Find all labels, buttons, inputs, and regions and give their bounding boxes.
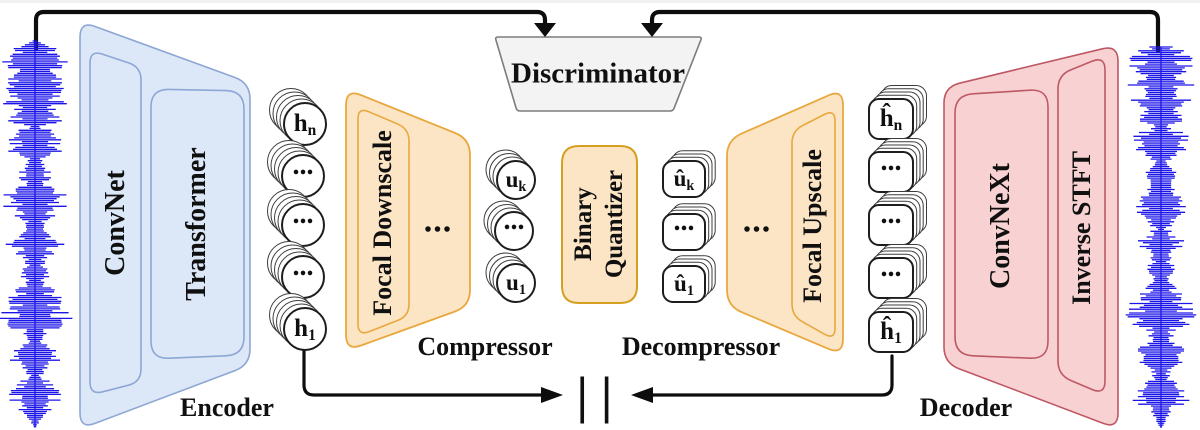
decompressor-label: Decompressor (621, 332, 781, 361)
focal-upscale-label: Focal Upscale (798, 149, 827, 303)
audio-to-discriminator-line-left (33, 9, 548, 52)
feature-stack-hhat-dots-1: ... (868, 138, 927, 193)
feature-h-ellipsis: ... (281, 199, 325, 247)
transformer-label: Transformer (181, 147, 212, 301)
binary-quantizer-label: Binary Quantizer (568, 170, 630, 278)
convnext-label: ConvNeXt (985, 163, 1016, 289)
focal-upscale-inner (791, 112, 836, 337)
diagram-shapes-canvas (0, 9, 1197, 428)
arrow-to-concat-from-right (631, 387, 653, 403)
inverse-stft-label: Inverse STFT (1067, 151, 1096, 305)
concatenation-symbol: || (576, 367, 626, 425)
focal-downscale-label: Focal Downscale (368, 130, 397, 316)
h1-to-concat-line (302, 348, 544, 397)
feature-stack-u-dots: ... (483, 200, 534, 251)
output-audio-waveform (1125, 46, 1197, 428)
binary-quantizer-line2: Quantizer (601, 169, 628, 279)
compressor-ellipsis: ... (423, 202, 453, 240)
feature-h-ellipsis: ... (281, 150, 325, 198)
feature-hhat-ellipsis: ... (868, 252, 914, 299)
audio-to-discriminator-line-right (649, 9, 1161, 54)
binary-quantizer-block (561, 145, 638, 304)
feature-stack-hhat-dots-2: ... (868, 191, 927, 246)
decoder-label: Decoder (919, 393, 1013, 422)
feature-stack-h-dots-1: ... (267, 140, 325, 198)
decompressor-ellipsis: ... (742, 202, 772, 240)
arrow-into-discriminator-left (534, 23, 556, 37)
hhat1-to-concat-line (650, 354, 894, 397)
convnext-block (954, 89, 1049, 360)
feature-hhat-ellipsis: ... (868, 146, 914, 193)
feature-stack-h-dots-3: ... (267, 241, 325, 299)
inverse-stft-block (1057, 59, 1106, 392)
feature-stack-hhat-dots-3: ... (868, 244, 927, 299)
discriminator-trapezoid (494, 36, 702, 112)
feature-uhat-ellipsis: ... (662, 206, 706, 251)
feature-u-ellipsis: ... (494, 205, 534, 251)
discriminator-label: Discriminator (511, 57, 685, 90)
binary-quantizer-line1: Binary (570, 187, 597, 261)
focal-downscale-inner (357, 109, 410, 334)
convnet-block (89, 52, 142, 394)
compressor-label: Compressor (417, 332, 553, 361)
feature-stack-h-dots-2: ... (267, 189, 325, 247)
feature-stack-uhat-dots: ... (662, 203, 716, 251)
convnet-label: ConvNet (100, 170, 131, 276)
arrow-into-discriminator-right (641, 23, 663, 37)
input-audio-waveform (0, 40, 73, 428)
transformer-block (150, 88, 245, 360)
arrow-to-concat-from-left (541, 387, 563, 403)
feature-hhat-ellipsis: ... (868, 199, 914, 246)
encoder-label: Encoder (180, 393, 274, 422)
